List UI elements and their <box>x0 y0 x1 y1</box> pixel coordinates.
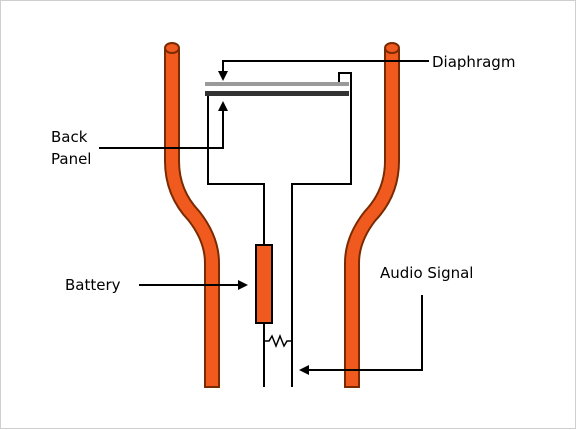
resistor <box>264 333 292 349</box>
diaphragm-plate <box>205 82 349 86</box>
audio-signal-pointer <box>299 295 423 375</box>
battery-pointer <box>139 280 248 290</box>
back-panel-wire <box>207 96 265 245</box>
right-tube <box>344 42 400 388</box>
back-panel-label-line2: Panel <box>51 150 91 168</box>
back-panel-pointer <box>99 101 228 149</box>
diaphragm-wire <box>291 72 352 387</box>
back-panel-plate <box>205 91 349 96</box>
left-tube <box>164 42 220 388</box>
diaphragm-label: Diaphragm <box>432 53 515 71</box>
back-panel-label-line1: Back <box>51 128 88 146</box>
diaphragm-pointer <box>218 60 429 81</box>
battery-cell <box>255 244 273 324</box>
battery-label: Battery <box>65 276 121 294</box>
audio-signal-label: Audio Signal <box>380 264 473 282</box>
